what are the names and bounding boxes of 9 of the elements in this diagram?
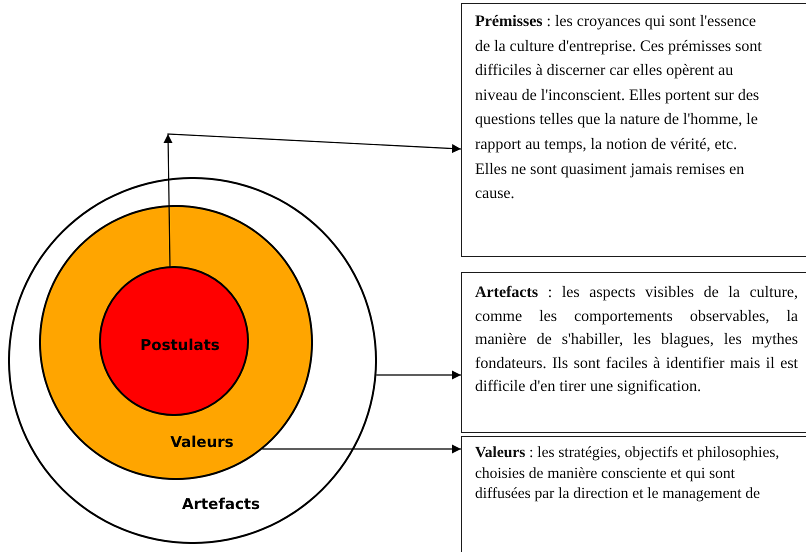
description-box (461, 272, 806, 433)
description-box (461, 436, 806, 552)
description-text: Valeurs : les stratégies, objectifs et philosophies, choisies de manière consciente et qui sont diffusées par la direction et le management de (475, 443, 780, 504)
description-box (461, 3, 806, 257)
description-text: Artefacts : les aspects visibles de la culture, comme les comportements observables, la manière de s'habiller, les blagues, les mythes fondateurs. Ils sont faciles à identifier mais il est difficile d'en tirer une signification. (475, 283, 798, 397)
layer-label: Artefacts (182, 495, 260, 513)
description-text: Prémisses : les croyances qui sont l'essence de la culture d'entreprise. Ces prémisses sont difficiles à discerner car elles opèrent au niveau de l'inconscient. Elles portent sur des questions telles que la nature de l'homme, le rapport au temps, la notion de vérité, etc. Elles ne sont quasiment jamais remises en cause. (475, 12, 763, 204)
layer-label: Postulats (140, 336, 220, 354)
layer-label: Valeurs (170, 433, 234, 451)
